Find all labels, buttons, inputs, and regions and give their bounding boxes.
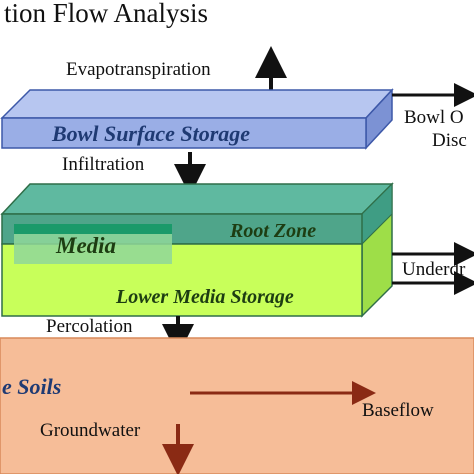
- evapotranspiration-label: Evapotranspiration: [66, 59, 211, 80]
- bowl-overflow-discharge-label: Disc: [432, 130, 467, 151]
- underdrain-label: Underdr: [402, 259, 466, 280]
- bowl-overflow-label: Bowl O: [404, 107, 464, 128]
- bowl-surface-storage-layer: [0, 88, 394, 150]
- native-soils-layer: [0, 337, 474, 474]
- diagram-title: tion Flow Analysis: [4, 0, 208, 28]
- bowl-surface-storage-label: Bowl Surface Storage: [51, 121, 250, 146]
- infiltration-label: Infiltration: [62, 154, 145, 175]
- root-zone-label: Root Zone: [229, 220, 316, 242]
- media-label: Media: [55, 233, 116, 258]
- media-block: [0, 182, 394, 318]
- baseflow-label: Baseflow: [362, 400, 434, 421]
- groundwater-label: Groundwater: [40, 420, 141, 441]
- percolation-label: Percolation: [46, 316, 133, 337]
- soils-label: e Soils: [2, 374, 61, 399]
- lower-media-storage-label: Lower Media Storage: [115, 286, 294, 308]
